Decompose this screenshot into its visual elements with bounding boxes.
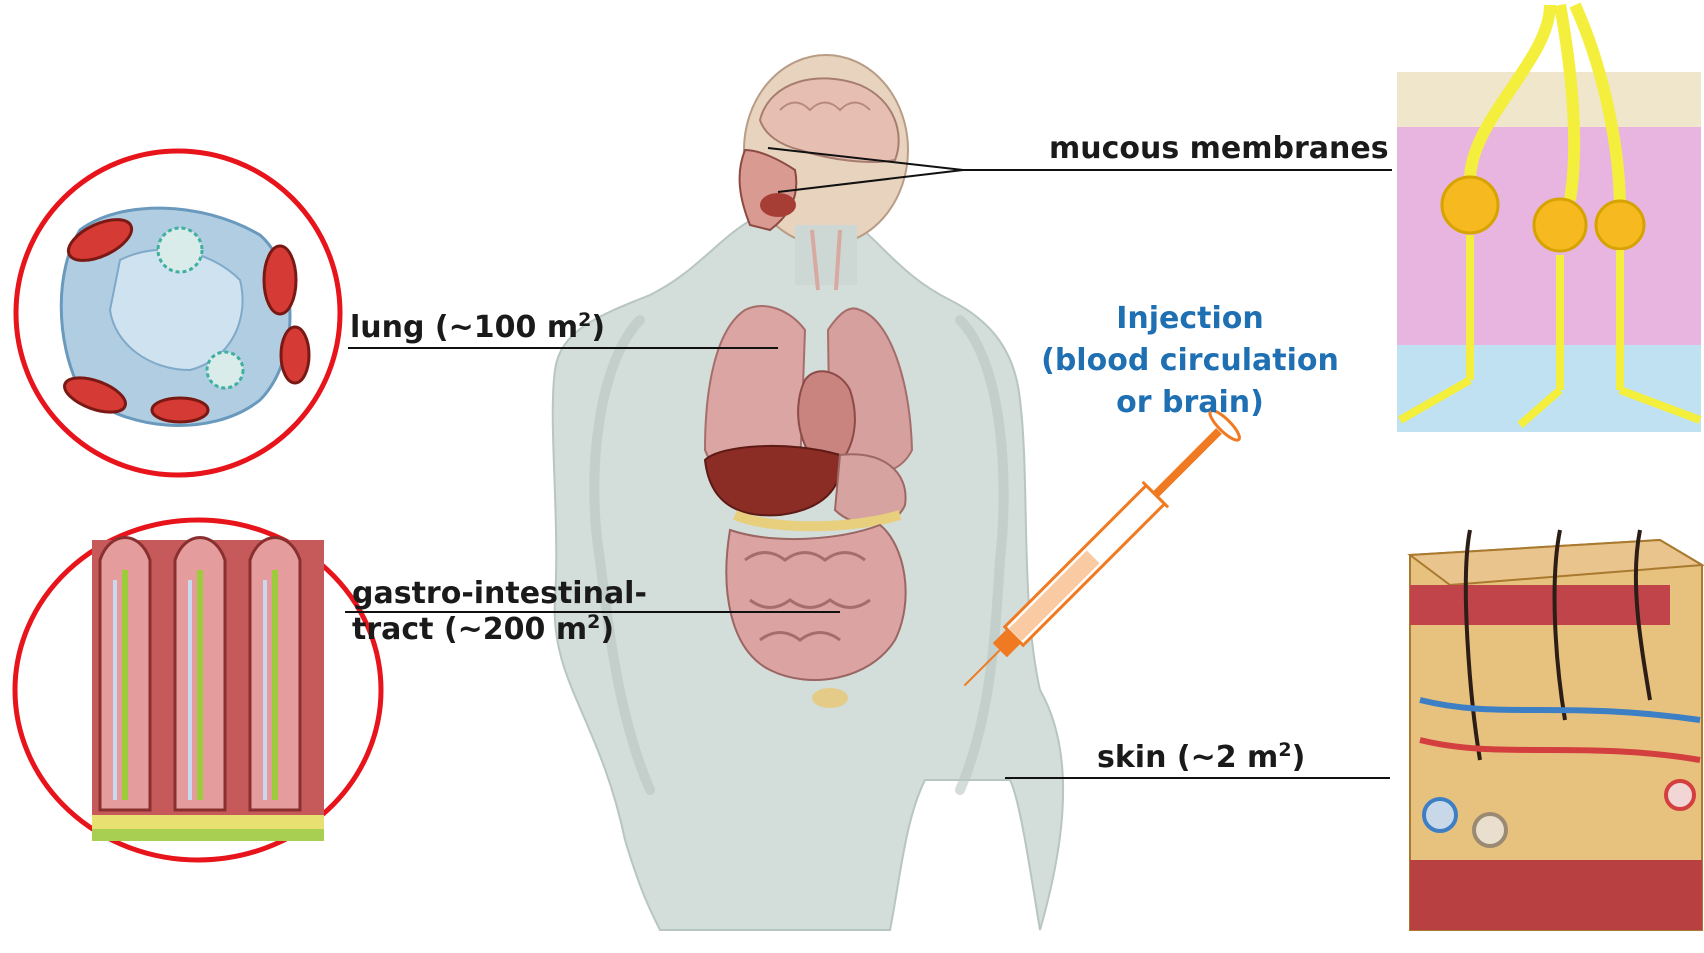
lung-superscript: 2	[578, 309, 591, 331]
skin-superscript: 2	[1278, 739, 1291, 761]
skin-text: skin (~2 m	[1097, 740, 1278, 775]
olfactory-mucosa-illustration	[1397, 5, 1701, 432]
injection-line2: (blood circulation	[1020, 340, 1360, 382]
gi-line1: gastro-intestinal-	[352, 576, 647, 612]
gi-superscript: 2	[587, 611, 600, 633]
label-lung: lung (~100 m2)	[350, 310, 605, 346]
gi-text: tract (~200 m	[352, 612, 587, 647]
label-skin: skin (~2 m2)	[1097, 740, 1305, 776]
gi-end: )	[600, 612, 614, 647]
label-injection: Injection (blood circulation or brain)	[1020, 298, 1360, 424]
human-torso-anatomy	[553, 55, 1063, 930]
alveolus-illustration	[16, 151, 340, 475]
lung-text: lung (~100 m	[350, 310, 578, 345]
skin-end: )	[1292, 740, 1306, 775]
villi-illustration	[15, 520, 381, 860]
label-gi-tract: gastro-intestinal- tract (~200 m2)	[352, 576, 647, 648]
mucous-text: mucous membranes	[1049, 131, 1389, 166]
injection-line3: or brain)	[1020, 382, 1360, 424]
gi-line2: tract (~200 m2)	[352, 612, 647, 648]
injection-line1: Injection	[1020, 298, 1360, 340]
lung-end: )	[591, 310, 605, 345]
label-mucous-membranes: mucous membranes	[1049, 131, 1389, 167]
skin-cross-section-illustration	[1410, 530, 1702, 930]
